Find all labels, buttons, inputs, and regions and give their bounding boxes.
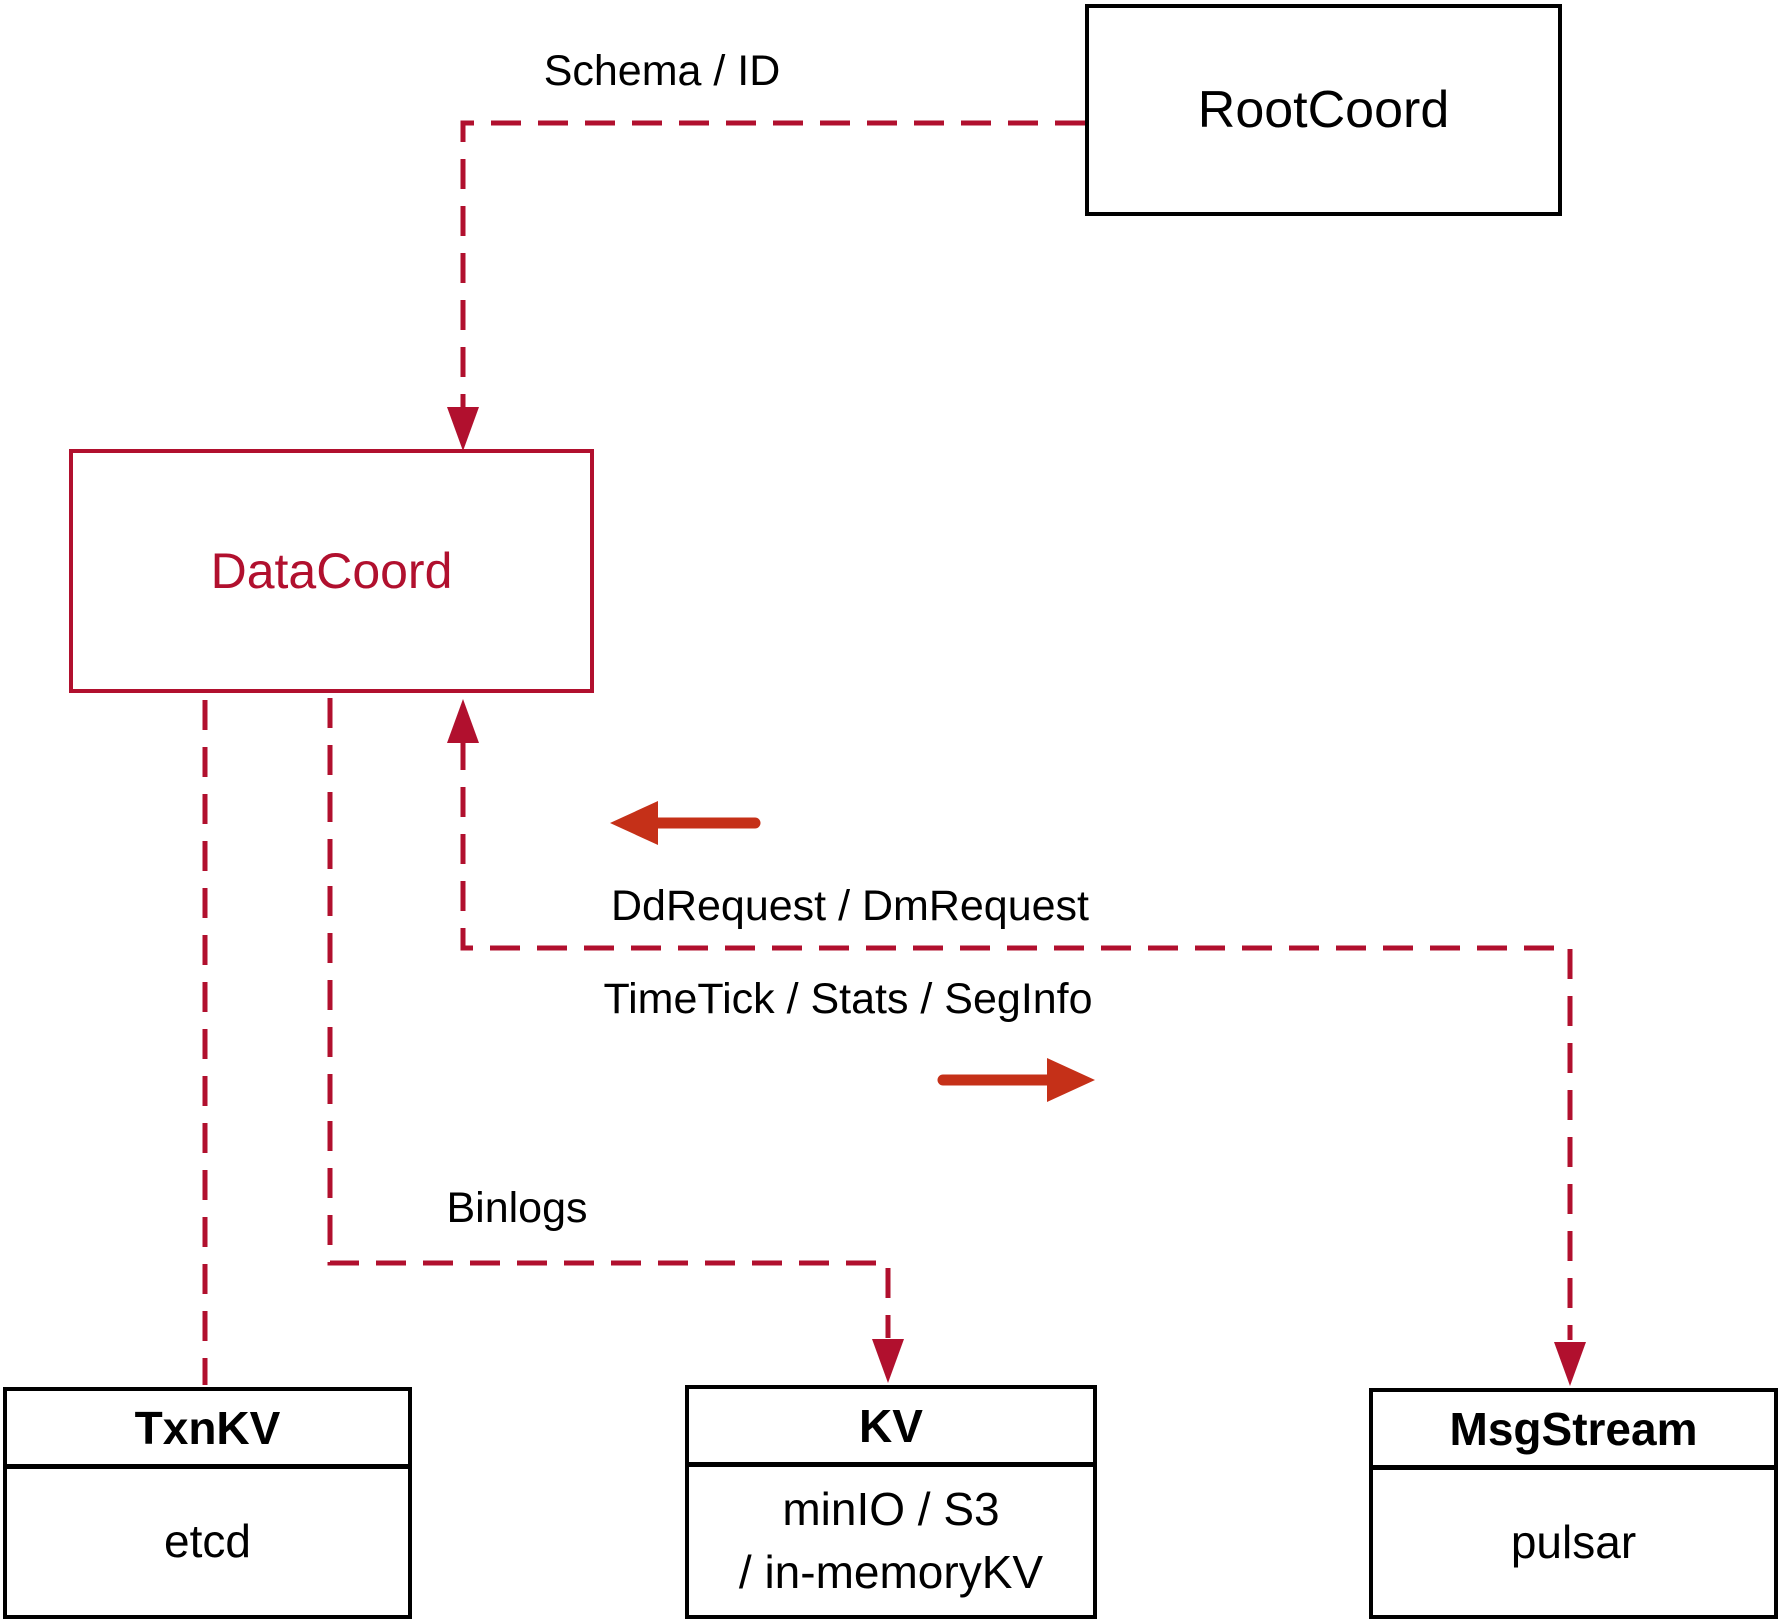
edge-msg-loop-line: [460, 740, 1573, 1340]
node-kv-body-line1: minIO / S3: [782, 1482, 1000, 1535]
edge-label-binlogs: Binlogs: [446, 1184, 588, 1232]
node-txnkv-title: TxnKV: [7, 1391, 408, 1469]
edge-msg-loop-arrowhead-down-icon: [1554, 1342, 1586, 1386]
edge-label-schema-id: Schema / ID: [543, 47, 781, 95]
edge-label-timetick: TimeTick / Stats / SegInfo: [603, 975, 1093, 1023]
edge-binlogs-line: [327, 698, 891, 1338]
node-kv: KV minIO / S3 / in-memoryKV: [685, 1385, 1097, 1619]
node-datacoord: DataCoord: [69, 449, 594, 693]
edge-schema-id-line: [460, 120, 1085, 440]
left-direction-arrow-head-icon: [610, 801, 658, 845]
edge-msg-loop-arrowhead-up-icon: [447, 699, 479, 743]
node-msgstream-body: pulsar: [1510, 1515, 1637, 1568]
node-kv-title: KV: [689, 1389, 1093, 1467]
node-msgstream: MsgStream pulsar: [1369, 1388, 1778, 1619]
node-kv-body-line2: / in-memoryKV: [738, 1546, 1044, 1598]
edge-binlogs-arrowhead-down-icon: [872, 1339, 904, 1383]
right-direction-arrow-head-icon: [1047, 1058, 1095, 1102]
node-rootcoord-label: RootCoord: [1197, 81, 1450, 139]
node-rootcoord: RootCoord: [1085, 4, 1562, 216]
edge-label-dd-dm-request: DdRequest / DmRequest: [611, 882, 1089, 930]
node-datacoord-label: DataCoord: [210, 543, 453, 599]
edge-schema-id-arrowhead-down-icon: [447, 407, 479, 451]
node-txnkv: TxnKV etcd: [3, 1387, 412, 1619]
node-txnkv-body: etcd: [164, 1515, 251, 1568]
node-msgstream-title: MsgStream: [1373, 1392, 1774, 1470]
